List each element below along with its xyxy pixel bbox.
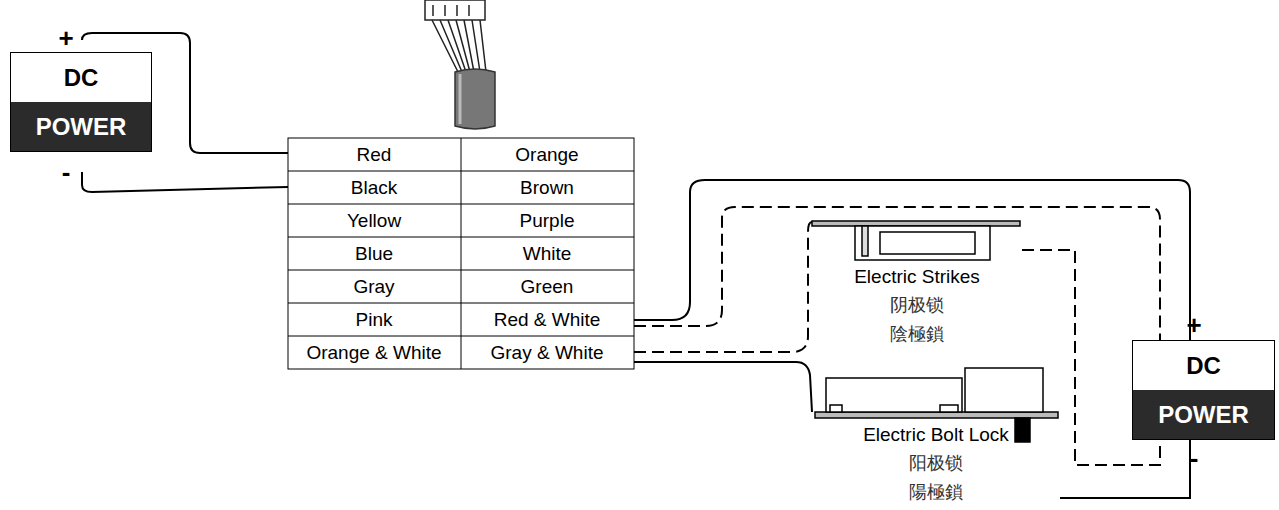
wire-color-cell: Red [357,144,392,166]
device-name: Electric Strikes [812,264,1022,290]
lock-device: Electric Strikes阴极锁陰極鎖 [812,216,1022,352]
power-title: DC [11,53,151,102]
wire-color-cell: Yellow [347,210,401,232]
power-title: DC [1133,341,1274,390]
wire-color-cell: Pink [356,309,393,331]
wire-color-cell: White [523,243,572,265]
polarity-mark: + [1186,310,1201,341]
polarity-mark: + [58,23,73,54]
wire-color-cell: Brown [520,177,574,199]
polarity-mark: - [62,157,71,188]
wires [82,33,1190,412]
device-name-cjk: 阳极锁 [812,448,1060,477]
wire-color-cell: Orange & White [306,342,441,364]
power-supply-box: DCPOWER [1132,340,1275,440]
lock-device: Electric Bolt Lock阳极锁陽極鎖 [812,366,1060,506]
wire-color-cell: Red & White [494,309,601,331]
device-name-cjk: 陰極鎖 [812,319,1022,348]
wire-color-cell: Purple [520,210,575,232]
wire-connector [1060,440,1190,498]
wire-color-cell: Orange [515,144,578,166]
wire-color-cell: Gray & White [491,342,604,364]
device-name-cjk: 陽極鎖 [812,477,1060,506]
wire-color-cell: Green [521,276,574,298]
power-band: POWER [11,102,151,151]
wire-color-cell: Black [351,177,397,199]
power-supply-box: DCPOWER [10,52,152,152]
device-name: Electric Bolt Lock [812,422,1060,448]
power-band: POWER [1133,390,1274,439]
device-name-cjk: 阴极锁 [812,290,1022,319]
wire-color-table [288,138,634,369]
wire-color-cell: Blue [355,243,393,265]
cable-connector [425,0,495,129]
polarity-mark: - [1190,443,1199,474]
wire-color-cell: Gray [353,276,394,298]
electric-strike-drawing [812,221,1020,260]
